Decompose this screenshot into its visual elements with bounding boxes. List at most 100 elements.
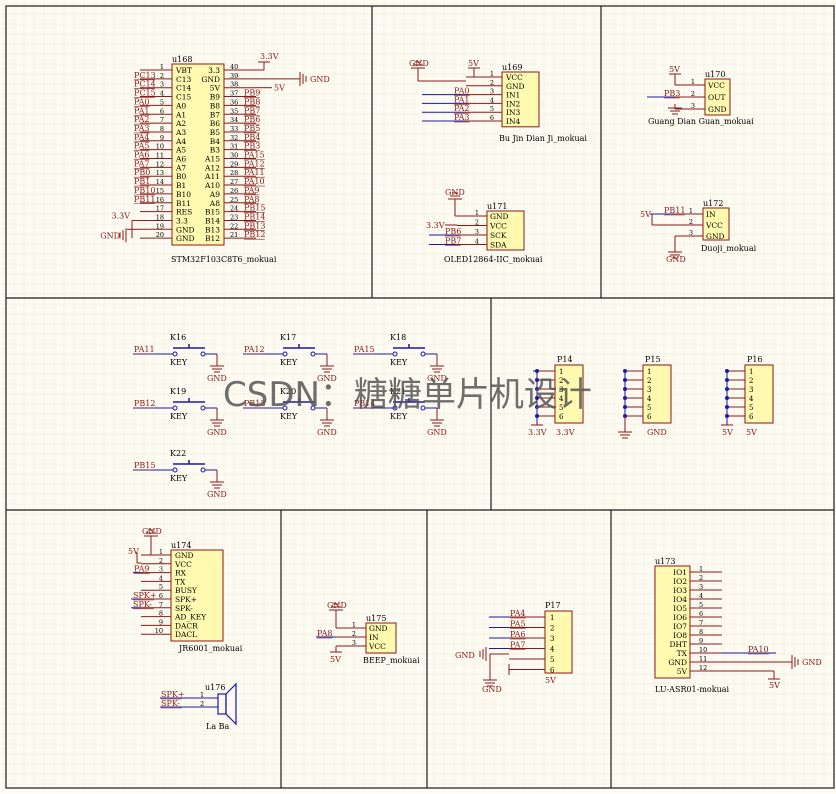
asr-net-pa10: PA10 [748,645,769,654]
key-gnd-symbol [210,416,224,427]
header-designator: P16 [747,355,763,364]
key-gnd-symbol [430,416,444,427]
mcu-net-PA15: PA15 [244,151,265,160]
mcu-pin-name: GND [176,234,195,243]
header-pin-number: 6 [559,413,564,421]
part-name: Bu Jin Dian Ji_mokuai [499,134,587,143]
mcu-pin-name: B13 [205,225,220,234]
designator: u168 [172,55,192,64]
voice-net-spk: SPK- [133,600,152,609]
key-designator: K17 [280,333,296,342]
mcu-pin-name: B6 [210,119,221,128]
mcu-pin-number: 32 [230,134,238,142]
mcu-pin-name: A1 [175,110,186,119]
stepper-pin-number: 5 [490,105,494,113]
stepper-pin-number: 2 [490,79,494,87]
speaker-net: SPK- [161,699,180,708]
key-label: KEY [170,412,188,421]
voice-pin-number: 2 [159,557,163,565]
header-pin-number: 6 [749,413,754,421]
beep-5v-label: 5V [330,655,341,664]
mcu-33v-label: 3.3V [112,211,131,220]
header-pin-number: 1 [647,368,651,376]
mcu-5v-r-label: 5V [274,84,285,93]
voice-pin-number: 9 [159,618,163,626]
asr-5v-label: 5V [769,681,780,690]
asr-pin-number: 2 [699,574,703,582]
asr-pin-name: IO7 [673,622,687,631]
p17-designator: P17 [545,601,561,610]
speaker-name: La Ba [206,722,230,731]
key-contact-left [172,351,178,357]
stepper-pin-number: 3 [490,88,494,96]
mcu-pin-number: 24 [230,205,238,213]
voice-pin-name: SPK- [175,604,193,613]
mcu-pin-name: B15 [205,208,220,217]
p17-gnd-label-2: GND [482,685,502,694]
part-name: STM32F103C8T6_mokuai [171,255,277,264]
mcu-pin-name: GND [201,75,220,84]
mcu-pin-name: A15 [204,155,220,164]
mcu-net-PC15: PC15 [134,89,156,98]
designator: u175 [366,614,386,623]
header-net-label: 5V [722,428,733,437]
asr-pin-number: 5 [699,601,703,609]
mcu-pin-number: 18 [156,213,164,221]
mcu-net-PB5: PB5 [244,124,260,133]
designator: u173 [655,557,675,566]
header-pin-number: 6 [647,413,652,421]
stepper-net-PA3: PA3 [454,113,470,122]
mcu-net-PB1: PB1 [134,177,150,186]
p17-body [544,610,573,674]
mcu-net-PB10: PB10 [134,186,155,195]
mcu-net-PB3: PB3 [244,142,260,151]
part-name: JR6001_mokuai [178,644,243,653]
voice-net-spk: SPK+ [133,591,157,600]
key-gnd-symbol [430,362,444,373]
mcu-net-PA10: PA10 [244,177,265,186]
mcu-pin-name: 5V [210,84,221,93]
oled-gnd-label: GND [445,188,465,197]
asr-pin-number: 4 [699,592,703,600]
mcu-gnd-r-label: GND [310,75,330,84]
mcu-pin-number: 22 [230,222,238,230]
voice-pin-number: 3 [159,566,163,574]
mcu-pin-number: 10 [156,143,164,151]
key-net-label: PA11 [134,345,155,354]
speaker-designator: u176 [205,683,225,692]
mcu-pin-name: B3 [210,146,221,155]
mcu-net-PA12: PA12 [244,159,265,168]
mcu-pin-number: 26 [230,187,238,195]
servo-pin-name: GND [706,232,725,241]
asr-pin-number: 12 [699,664,707,672]
voice-pin-number: 4 [159,574,163,582]
mcu-pin-name: B8 [210,101,221,110]
key-contact-left [392,405,398,411]
oled-module: u171OLED12864-IIC_mokuaiGND1VCC2SCK3PB6S… [426,188,543,264]
header-pin-number: 5 [647,404,651,412]
mcu-gnd-label: GND [100,231,120,240]
mcu-pin-number: 31 [230,143,238,151]
mcu-pin-name: A3 [175,128,186,137]
ic-body [702,207,730,241]
ic-body [365,622,397,654]
oled-pin-name: SDA [490,241,507,250]
part-name: OLED12864-IIC_mokuai [444,255,543,264]
mcu-pin-number: 40 [230,63,238,71]
header-pin-number: 3 [559,386,563,394]
mcu-pin-number: 4 [160,90,164,98]
key-net-label: PA15 [354,345,375,354]
header-body [744,364,774,424]
header-net-label: 3.3V [528,428,547,437]
beep-pin-name: VCC [368,642,386,651]
key-label: KEY [170,358,188,367]
key-designator: K21 [390,387,406,396]
part-name: BEEP_mokuai [363,656,420,665]
designator: u172 [703,199,723,208]
mcu-pin-name: A8 [209,199,220,208]
